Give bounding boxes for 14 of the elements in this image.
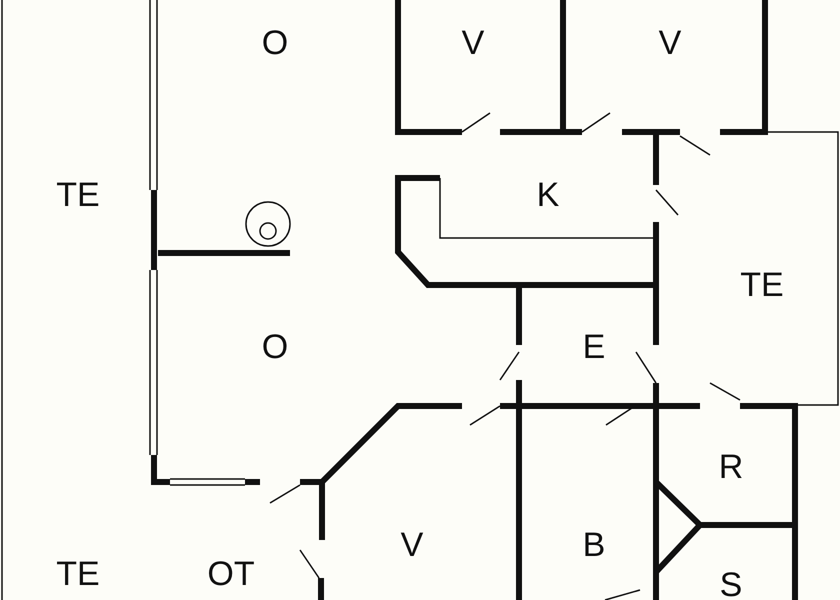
room-label: TE: [56, 557, 100, 591]
room-label: TE: [740, 268, 784, 302]
room-label: O: [262, 330, 288, 364]
room-label: K: [536, 178, 560, 212]
room-label: S: [720, 568, 742, 600]
room-label: R: [718, 450, 744, 484]
room-label: V: [400, 528, 424, 562]
room-label: TE: [56, 178, 100, 212]
room-label: E: [582, 330, 606, 364]
room-label: V: [462, 26, 484, 60]
room-label: V: [658, 26, 682, 60]
room-label: O: [262, 26, 288, 60]
room-label: B: [582, 528, 606, 562]
room-label: OT: [207, 557, 255, 591]
